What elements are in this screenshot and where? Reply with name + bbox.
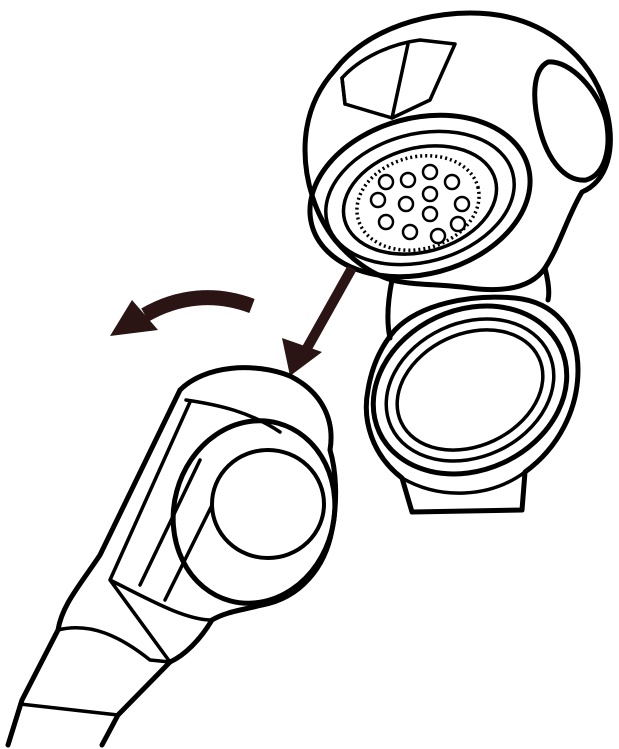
spray-hole [369,191,387,209]
spray-hole [421,205,439,223]
handle-neck-seam [18,702,120,717]
shower-head-cover [363,265,581,515]
spray-hole [421,185,439,203]
cover-outer-shell [363,294,581,515]
handle-inner-channel [108,400,214,664]
shower-face-recess [341,144,499,256]
cover-window [395,328,545,452]
handle-connector-socket [170,418,338,606]
shower-head-top-flap [340,38,457,120]
shower-handle [5,365,339,748]
handle-connector-port [210,448,326,560]
curved-arrow-shaft [141,290,255,322]
spray-hole [377,213,395,231]
handle-neck-curve [56,625,172,664]
spray-hole [443,173,461,191]
curved-arrow-head [110,300,158,336]
spray-hole [449,215,467,233]
cover-rim-inner [384,317,556,463]
straight-arrow-shaft [301,265,357,353]
straight-arrow-head [282,338,322,376]
straight-insertion-arrow-icon [282,265,357,376]
spray-hole [429,227,447,245]
shower-face-inner-ring [324,129,516,267]
spray-hole [397,195,415,213]
shower-head-outer-shell [302,10,613,293]
shower-head-top-flap-edge [340,42,410,120]
spray-hole [399,171,417,189]
shower-head-side-cap [532,59,611,183]
spray-hole [401,223,419,241]
shower-spray-holes [369,163,471,245]
cover-lower-lip [400,470,527,495]
cover-rim-outer [370,303,570,477]
handle-outer-body [99,365,339,748]
spray-hole [421,163,439,181]
spray-hole [377,173,395,191]
handle-outer-edge [5,387,183,748]
shower-head-body [302,10,613,293]
curved-rotation-arrow-icon [110,290,255,336]
spray-hole [453,195,471,213]
handle-cap-line [184,398,282,434]
shower-face-outer-ring [307,112,533,280]
